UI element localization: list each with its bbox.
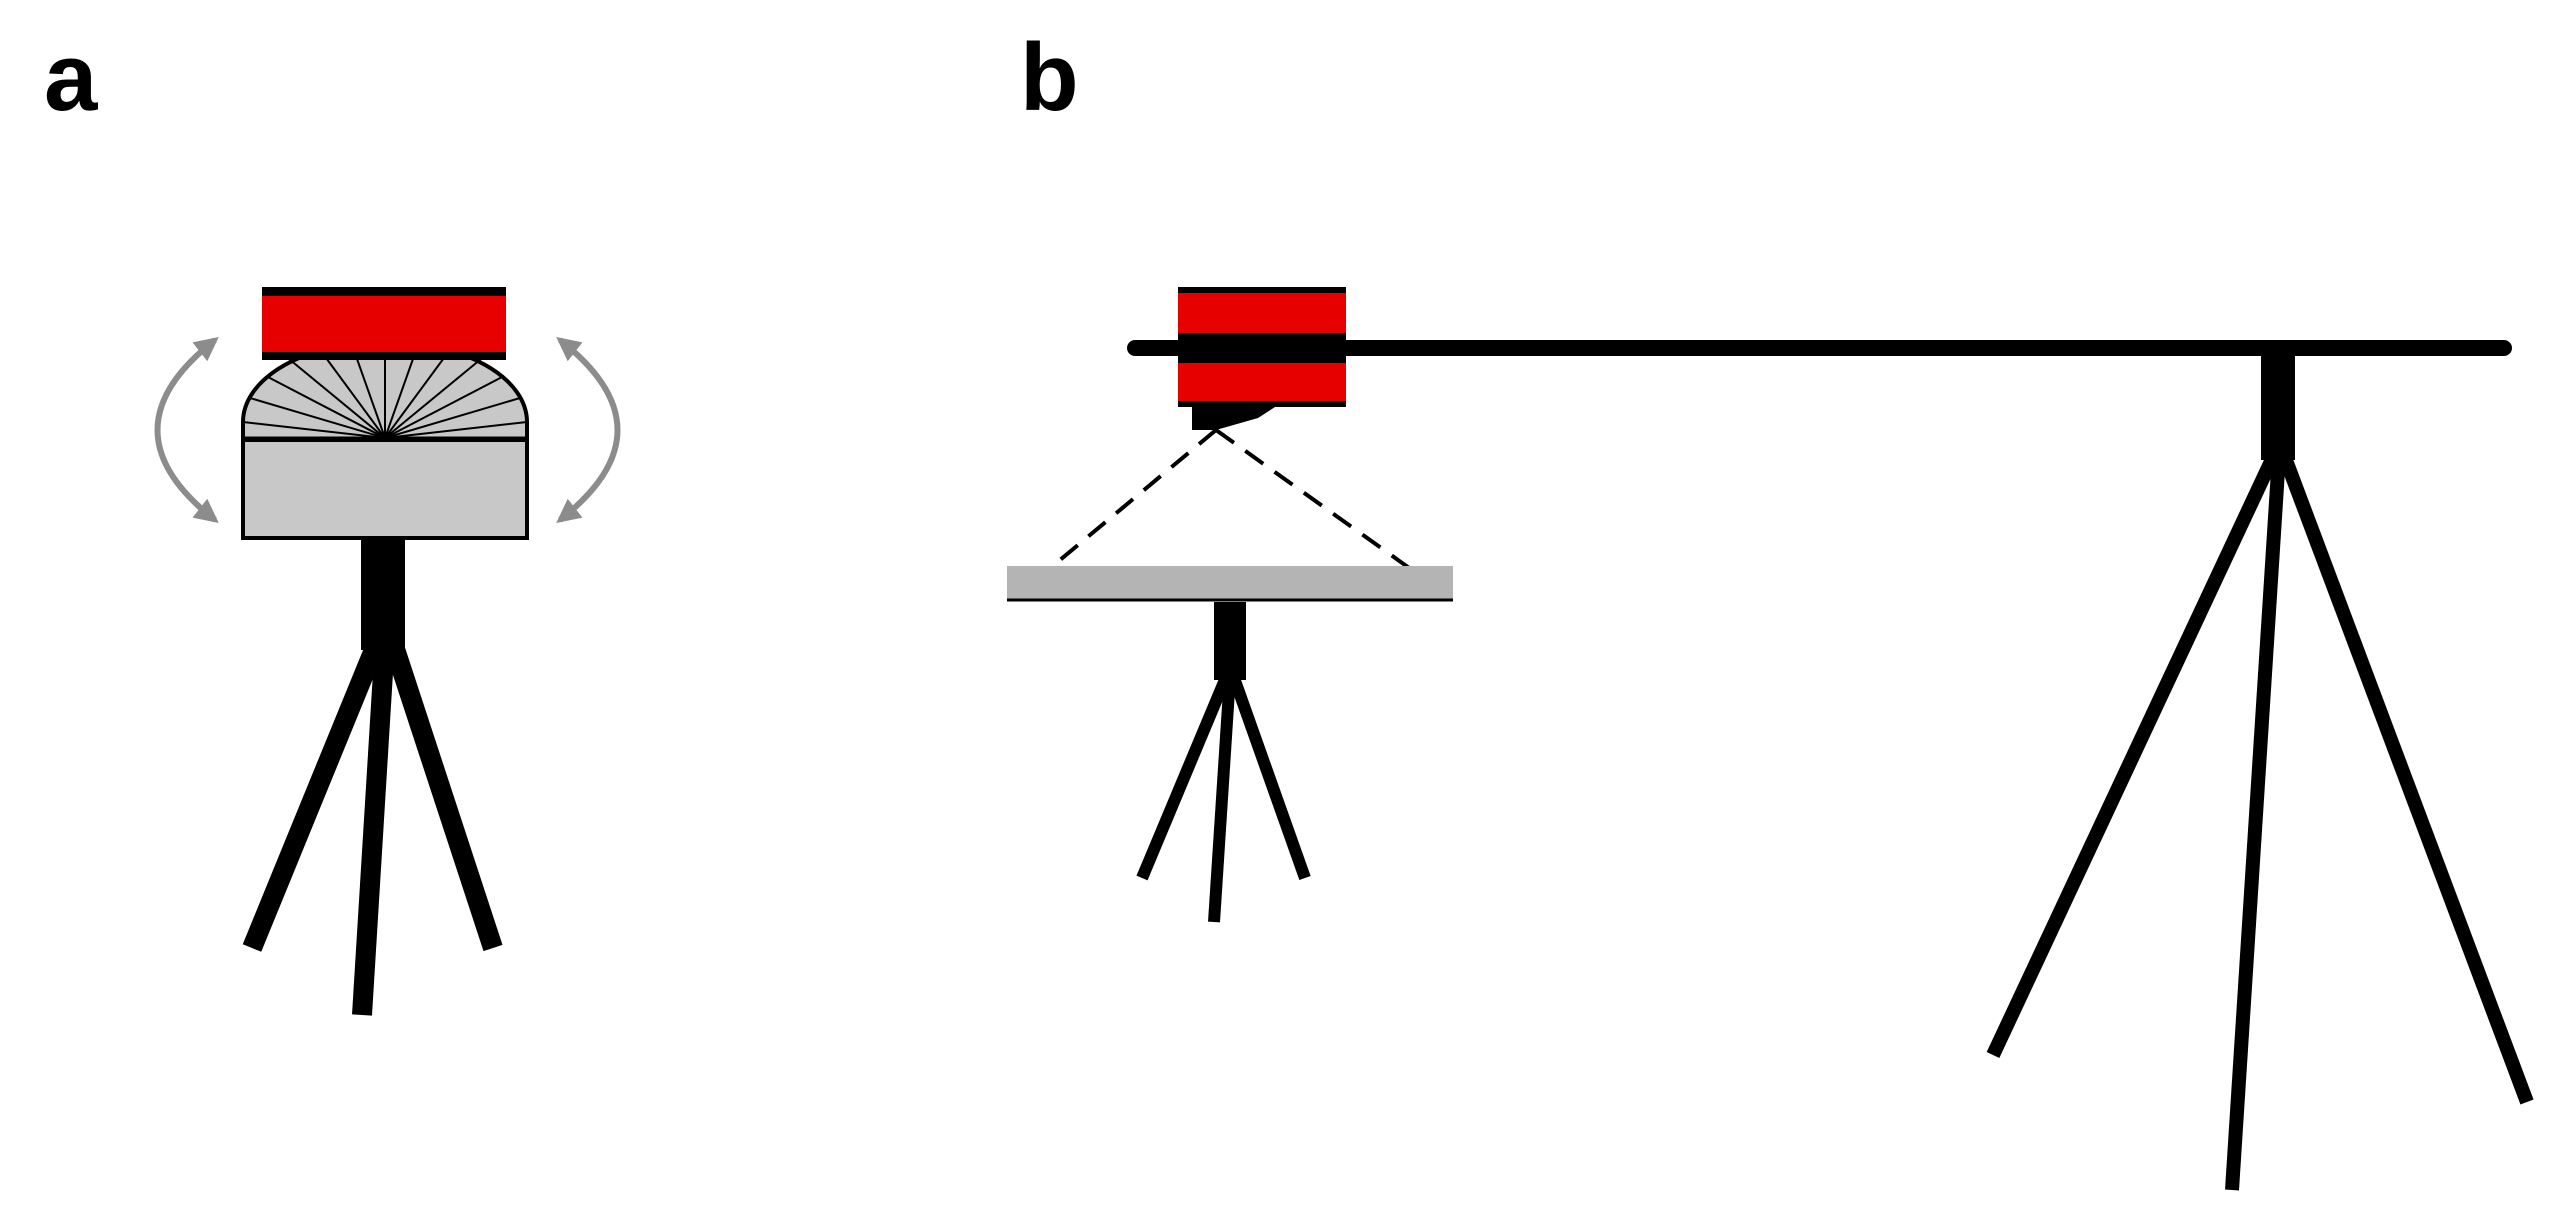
device-b — [1178, 287, 1346, 430]
field-of-view-lines — [1046, 428, 1414, 572]
tripod-b-small-leg-center — [1208, 674, 1236, 923]
tripod-b-small-leg-right — [1227, 672, 1311, 881]
tripod-b-large-leg-center — [2225, 454, 2286, 1191]
tripod-a — [242, 540, 503, 1016]
tripod-a-leg-left — [242, 636, 388, 952]
panel-a — [154, 287, 621, 1016]
tripod-b-large — [1986, 352, 2534, 1191]
rotation-arrow-left — [154, 337, 219, 523]
target-plate — [1007, 566, 1453, 600]
mount-base-block — [241, 436, 529, 540]
tripod-b-small — [1136, 602, 1311, 923]
curved-double-arrow-icon — [154, 337, 621, 523]
panel-label-a: a — [44, 24, 98, 131]
tripod-b-large-leg-right — [2277, 452, 2534, 1105]
device-a — [262, 287, 506, 360]
tripod-b-large-leg-left — [1986, 452, 2281, 1058]
panel-b — [1007, 287, 2534, 1191]
tripod-a-leg-center — [352, 639, 395, 1016]
device-b-sensor — [1192, 407, 1275, 430]
panel-label-b: b — [1020, 24, 1079, 131]
tripod-b-small-leg-left — [1136, 672, 1233, 881]
rotation-arrow-right — [556, 337, 621, 523]
tripod-a-leg-right — [382, 636, 503, 952]
